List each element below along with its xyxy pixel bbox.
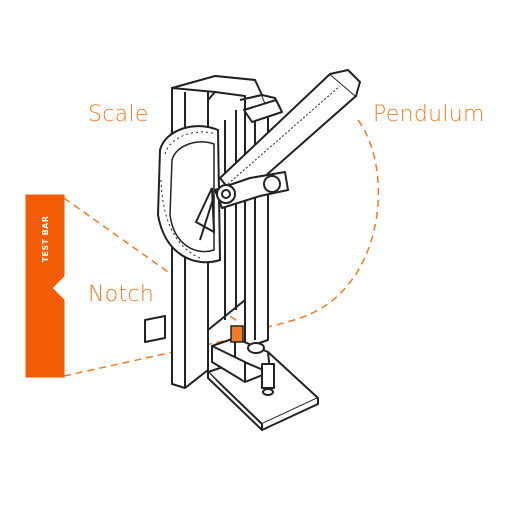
test-bar-label: TEST BAR [41,215,50,263]
pendulum-label: Pendulum [373,102,485,127]
specimen-highlight [230,325,244,343]
left-foot [144,315,166,343]
scale-ticks [160,131,217,259]
test-bar [25,194,65,378]
pendulum-arm [214,69,361,209]
anvil-knob-1 [247,342,265,354]
test-bar-shape [25,194,65,378]
scale-label: Scale [88,102,149,127]
scale-dial [156,125,222,264]
notch-label: Notch [88,282,155,307]
anvil-post [261,363,275,389]
